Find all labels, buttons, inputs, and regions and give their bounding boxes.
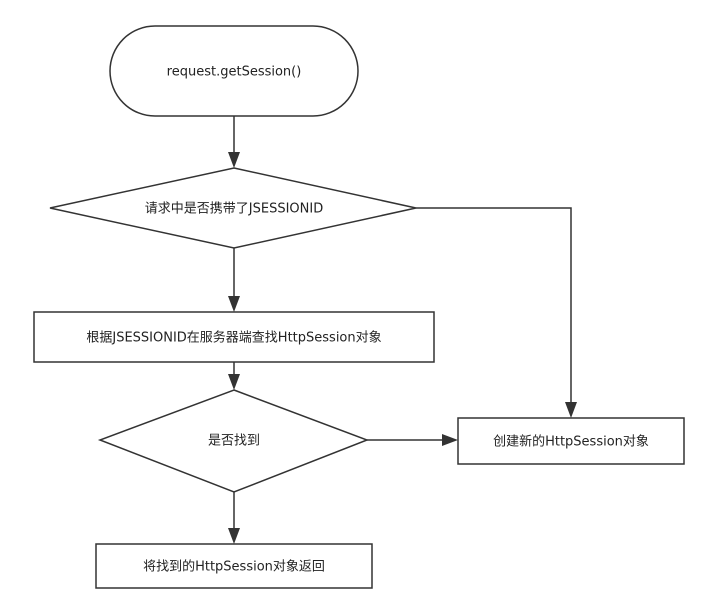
decision-has-jsessionid-label: 请求中是否携带了JSESSIONID: [145, 201, 323, 217]
decision-found-label: 是否找到: [208, 434, 260, 449]
return-session-label: 将找到的HttpSession对象返回: [143, 559, 325, 575]
start-node-label: request.getSession(): [167, 65, 302, 80]
arrowhead: [442, 434, 458, 446]
arrowhead: [228, 296, 240, 312]
arrowhead: [228, 152, 240, 168]
create-new-session-node: [457, 417, 685, 465]
create-new-session-label: 创建新的HttpSession对象: [493, 434, 649, 450]
arrowhead: [228, 528, 240, 544]
arrowhead: [228, 374, 240, 390]
edge-decision-has-id-to-create-new: [416, 207, 572, 406]
arrowhead: [565, 402, 577, 418]
return-session-node: [95, 543, 373, 589]
lookup-session-label: 根据JSESSIONID在服务器端查找HttpSession对象: [86, 330, 381, 346]
